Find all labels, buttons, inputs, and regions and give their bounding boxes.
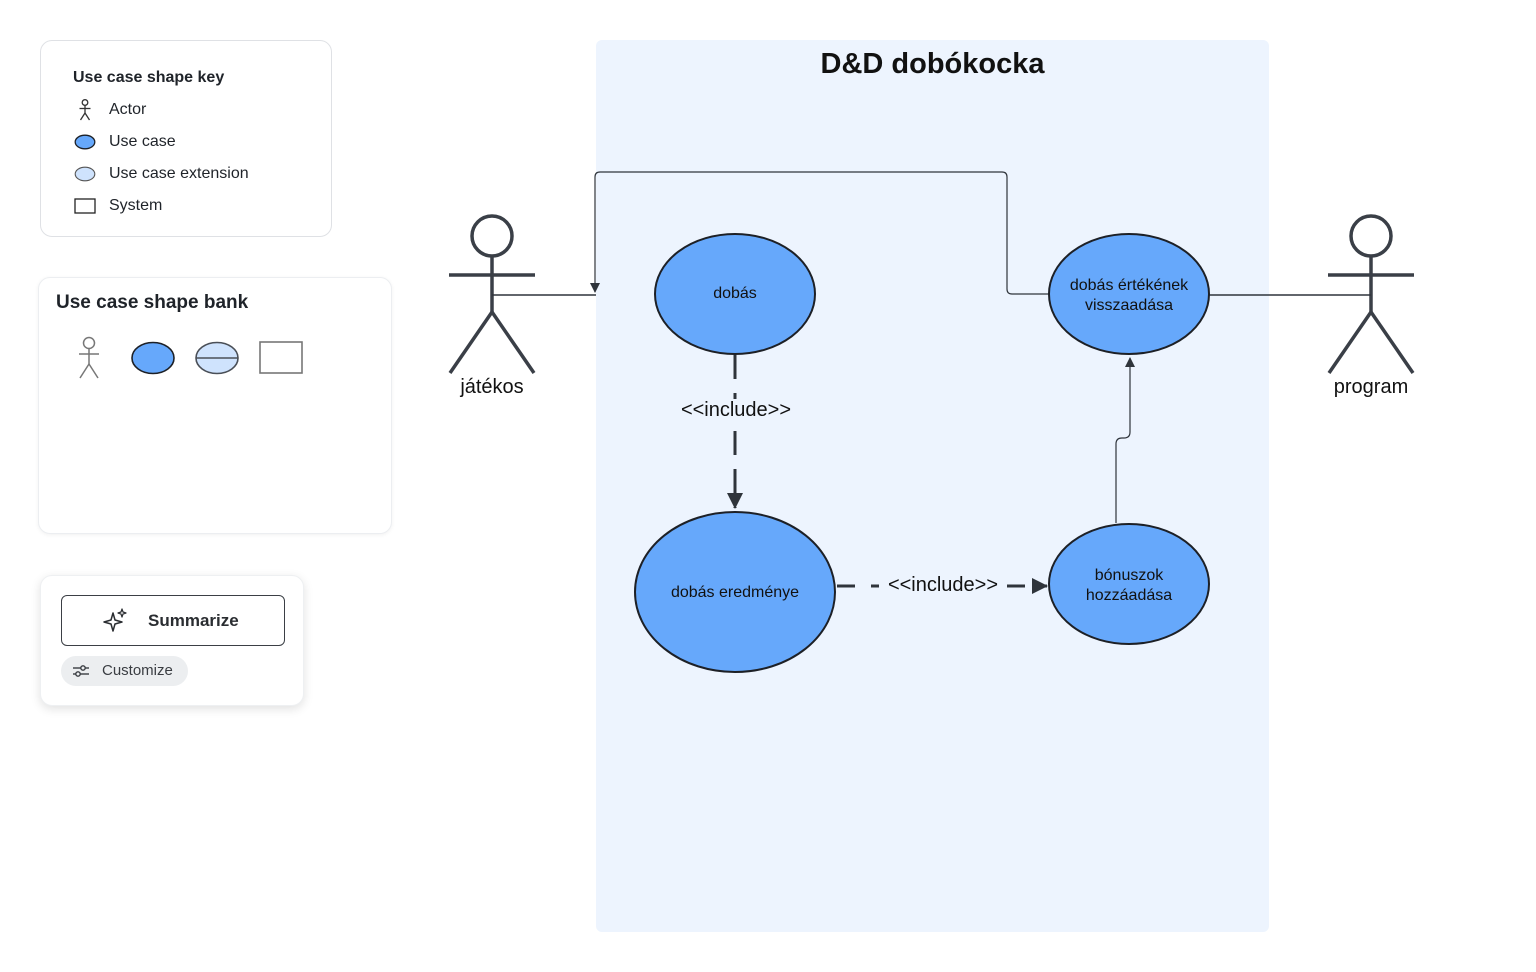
use-case-return-value-line-2: visszaadása — [1084, 297, 1174, 314]
shape-bank-panel: Use case shape bank — [38, 277, 392, 534]
use-case-bonus-line-2: hozzáadása — [1085, 587, 1173, 604]
key-row-use-case-extension: Use case extension — [61, 162, 249, 186]
use-case-dobas[interactable] — [654, 233, 816, 355]
key-row-actor: Actor — [61, 98, 146, 122]
actor-jatekos[interactable] — [448, 214, 536, 374]
use-case-result-label: dobás eredménye — [670, 584, 800, 601]
summarize-label: Summarize — [148, 611, 239, 630]
actor-icon — [61, 99, 109, 121]
use-case-dobas-label: dobás — [713, 285, 757, 302]
use-case-result[interactable] — [634, 511, 836, 673]
key-label-use-case-extension: Use case extension — [109, 165, 249, 182]
summarize-button[interactable]: Summarize — [61, 595, 285, 646]
shape-bank-shapes — [69, 333, 309, 388]
use-case-icon — [61, 134, 109, 150]
key-label-system: System — [109, 197, 163, 214]
connector-return-to-jatekos[interactable] — [590, 171, 1049, 295]
bank-use-case-icon[interactable] — [131, 341, 175, 375]
include-label-1: <<include>> — [671, 399, 801, 422]
customize-button[interactable]: Customize — [61, 656, 188, 686]
use-case-extension-icon — [61, 166, 109, 182]
key-label-use-case: Use case — [109, 133, 176, 150]
use-case-bonus-line-1: bónuszok — [1094, 567, 1164, 584]
key-row-system: System — [61, 194, 162, 218]
actor-program-label: program — [1333, 376, 1409, 398]
actor-jatekos-label: játékos — [460, 376, 524, 398]
actor-program[interactable] — [1327, 214, 1415, 374]
key-label-actor: Actor — [109, 101, 147, 118]
customize-label: Customize — [102, 662, 173, 679]
bank-system-icon[interactable] — [259, 341, 303, 374]
key-row-use-case: Use case — [61, 130, 176, 154]
connector-bonus-to-return[interactable] — [1115, 357, 1135, 523]
sparkle-icon — [102, 608, 128, 639]
bank-use-case-extension-icon[interactable] — [195, 341, 239, 375]
use-case-return-value-label: dobás értékének visszaadása — [1049, 276, 1209, 316]
shape-key-panel: Use case shape key Actor Use case Use ca… — [40, 40, 332, 237]
system-icon — [61, 198, 109, 214]
ai-panel: Summarize Customize — [40, 575, 304, 706]
system-boundary[interactable] — [596, 40, 1269, 932]
bank-actor-icon[interactable] — [79, 336, 99, 379]
use-case-bonus[interactable] — [1048, 523, 1210, 645]
include-label-2: <<include>> — [879, 574, 1007, 597]
use-case-return-value[interactable] — [1048, 233, 1210, 355]
system-title: D&D dobókocka — [820, 48, 1045, 80]
use-case-bonus-label: bónuszok hozzáadása — [1049, 566, 1209, 606]
use-case-return-value-line-1: dobás értékének — [1069, 277, 1189, 294]
sliders-icon — [72, 664, 90, 683]
shape-key-title: Use case shape key — [73, 69, 225, 86]
shape-bank-title: Use case shape bank — [56, 292, 249, 313]
